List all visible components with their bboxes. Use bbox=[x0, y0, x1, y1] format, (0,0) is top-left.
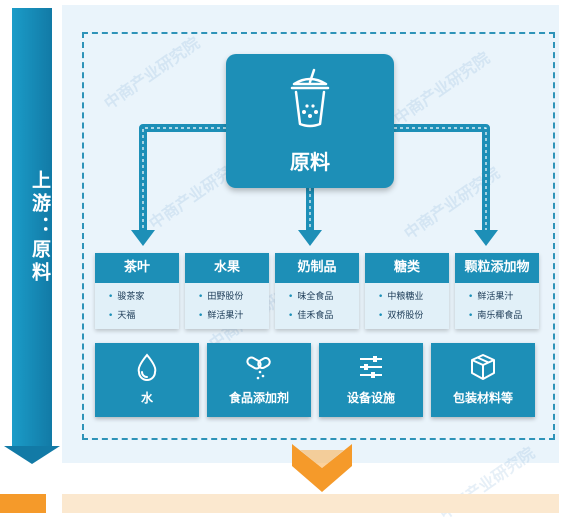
tile-food-additive: 食品添加剂 bbox=[207, 343, 311, 417]
category-item: 骏茶家 bbox=[108, 289, 179, 302]
tile-label: 设备设施 bbox=[346, 391, 395, 405]
category-item: 鲜活果汁 bbox=[468, 289, 539, 302]
category-item: 田野股份 bbox=[198, 289, 269, 302]
tile-label: 食品添加剂 bbox=[228, 391, 289, 405]
category-tea: 茶叶 骏茶家 天福 bbox=[95, 253, 179, 329]
category-item: 天福 bbox=[108, 308, 179, 321]
package-box-icon bbox=[471, 354, 495, 380]
category-item: 味全食品 bbox=[288, 289, 359, 302]
side-label: 上游：原料 bbox=[29, 170, 51, 285]
arrow-head-left-icon bbox=[131, 230, 155, 246]
upstream-side-bar bbox=[12, 8, 52, 448]
tile-equipment: 设备设施 bbox=[319, 343, 423, 417]
sliders-icon bbox=[360, 356, 382, 378]
category-dairy: 奶制品 味全食品 佳禾食品 bbox=[275, 253, 359, 329]
tile-label: 水 bbox=[140, 391, 153, 405]
tile-packaging: 包装材料等 bbox=[431, 343, 535, 417]
next-section-band bbox=[62, 494, 559, 513]
root-node: 原料 bbox=[226, 54, 394, 188]
arrow-head-right-icon bbox=[474, 230, 498, 246]
root-label: 原料 bbox=[290, 150, 330, 174]
category-item: 南乐椰食品 bbox=[468, 308, 539, 321]
category-title: 水果 bbox=[185, 253, 269, 283]
next-section-marker bbox=[0, 494, 46, 513]
category-title: 颗粒添加物 bbox=[455, 253, 539, 283]
down-chevron-icon bbox=[292, 444, 352, 492]
water-drop-icon bbox=[137, 353, 157, 381]
capsule-icon bbox=[246, 356, 271, 380]
tile-label: 包装材料等 bbox=[452, 391, 513, 405]
category-title: 糖类 bbox=[365, 253, 449, 283]
category-title: 奶制品 bbox=[275, 253, 359, 283]
category-sugar: 糖类 中粮糖业 双桥股份 bbox=[365, 253, 449, 329]
category-item: 双桥股份 bbox=[378, 308, 449, 321]
connector-arrows bbox=[131, 124, 498, 246]
arrow-head-center-icon bbox=[298, 230, 322, 246]
category-item: 中粮糖业 bbox=[378, 289, 449, 302]
category-item: 佳禾食品 bbox=[288, 308, 359, 321]
category-title: 茶叶 bbox=[95, 253, 179, 283]
category-item: 鲜活果汁 bbox=[198, 308, 269, 321]
category-granule-additive: 颗粒添加物 鲜活果汁 南乐椰食品 bbox=[455, 253, 539, 329]
side-down-arrow-icon bbox=[4, 446, 60, 464]
dashed-frame bbox=[82, 32, 555, 440]
drink-cup-icon bbox=[290, 68, 330, 128]
category-fruit: 水果 田野股份 鲜活果汁 bbox=[185, 253, 269, 329]
tile-water: 水 bbox=[95, 343, 199, 417]
